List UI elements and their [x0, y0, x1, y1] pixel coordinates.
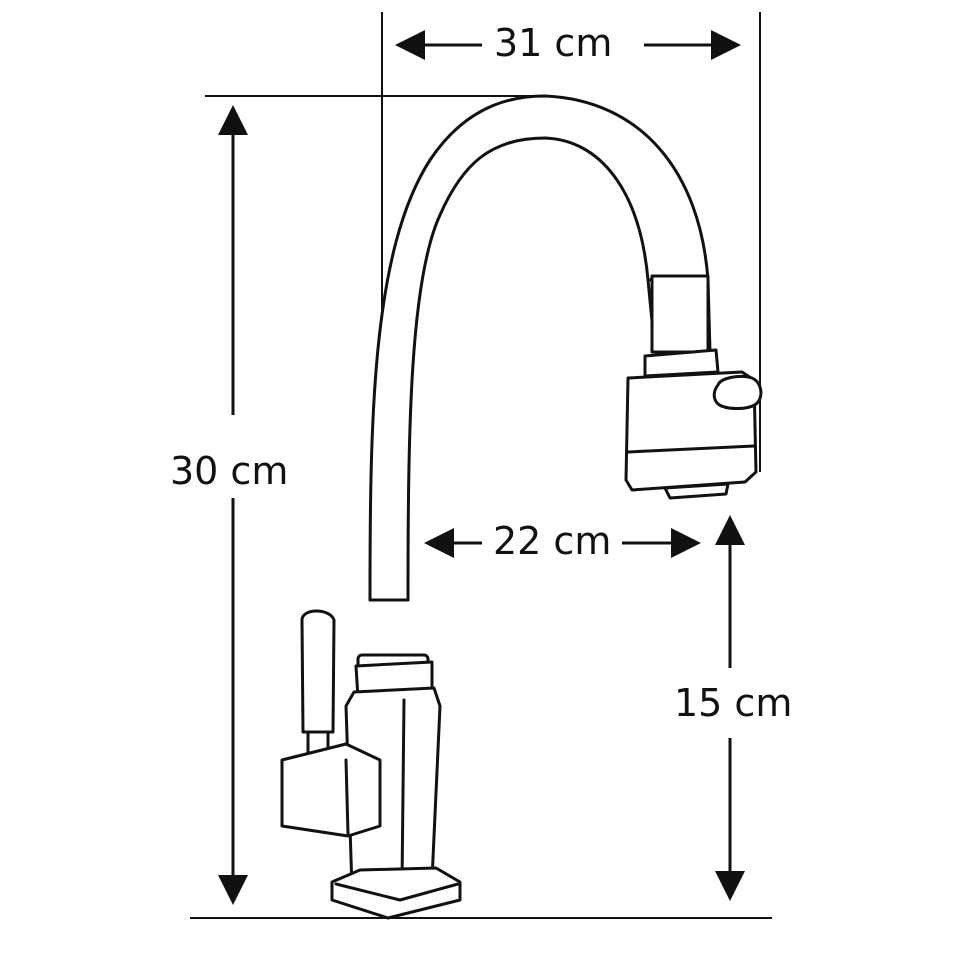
spray-head-nozzle: [663, 482, 730, 500]
spout-collar: [650, 274, 710, 354]
base-top-edge: [334, 882, 402, 902]
reach-dimension-label: 22 cm: [487, 522, 618, 560]
handle-block: [280, 742, 382, 838]
handle-lever: [300, 609, 336, 734]
height-dimension-label: 30 cm: [164, 452, 295, 490]
clearance-dimension-label: 15 cm: [668, 684, 799, 722]
faucet-base: [330, 866, 462, 920]
spray-head-cap: [643, 348, 720, 378]
spray-toggle-button: [712, 374, 763, 410]
dimension-arrows: [218, 30, 745, 905]
width-dimension-label: 31 cm: [488, 24, 619, 62]
handle-block-edge: [344, 758, 350, 836]
body-edge-line: [400, 698, 406, 886]
faucet-illustration: [280, 94, 763, 920]
spray-head-band: [626, 444, 756, 454]
base-top-edge-right: [398, 882, 460, 902]
